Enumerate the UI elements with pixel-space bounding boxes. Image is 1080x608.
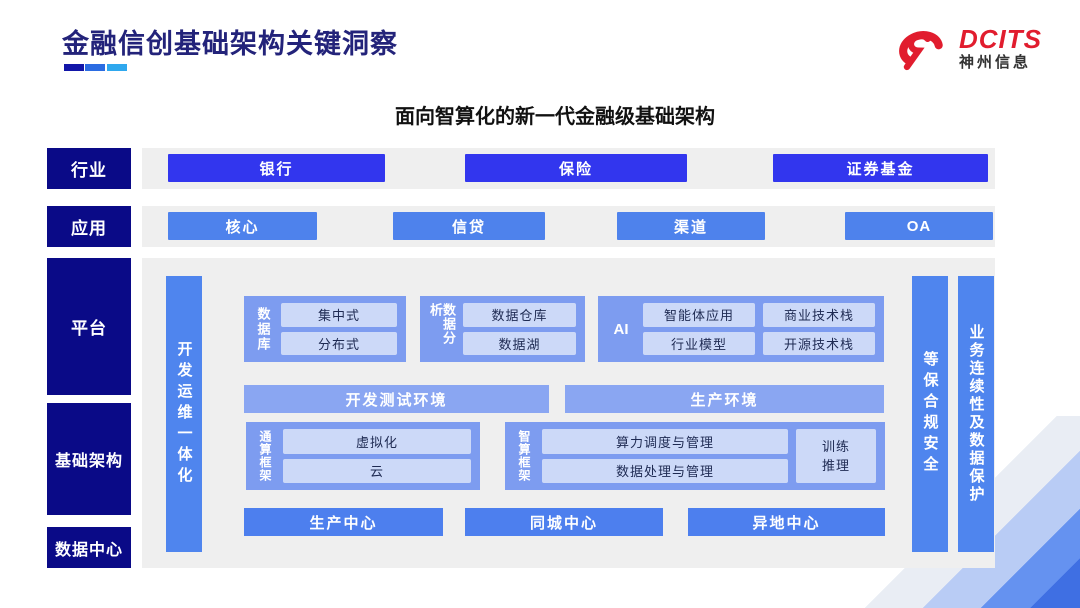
diagram-title: 面向智算化的新一代金融级基础架构 [395, 106, 715, 128]
ai-item-opensource-stack: 开源技术栈 [763, 331, 875, 355]
intelligent-compute-item-train-infer: 训练 推理 [796, 429, 876, 483]
logo-brand-text: DCITS [959, 23, 1042, 54]
database-item-centralized: 集中式 [281, 303, 397, 327]
database-item-distributed: 分布式 [281, 331, 397, 355]
analytics-item-lake: 数据湖 [463, 331, 576, 355]
row-label-datacenter: 数据中心 [47, 527, 131, 568]
title-underline-segment [85, 64, 105, 71]
database-group: 数据库 集中式 分布式 [244, 296, 406, 362]
analytics-group-label: 数据分析 [428, 303, 456, 345]
intelligent-compute-item-data-processing: 数据处理与管理 [542, 458, 788, 483]
ai-item-agent-app: 智能体应用 [643, 303, 755, 327]
row-label-platform: 平台 [47, 258, 131, 395]
security-vertical-bar: 等保合规安全 [912, 276, 948, 552]
application-item-credit: 信贷 [393, 212, 545, 240]
intelligent-compute-framework-group: 智算框架 算力调度与管理 数据处理与管理 训练 推理 [505, 422, 885, 490]
row-label-infrastructure: 基础架构 [47, 403, 131, 515]
general-compute-item-virtualization: 虚拟化 [283, 429, 471, 454]
database-group-label: 数据库 [255, 306, 271, 352]
ai-item-commercial-stack: 商业技术栈 [763, 303, 875, 327]
ai-group-label: AI [613, 320, 629, 338]
application-item-oa: OA [845, 212, 993, 240]
devops-vertical-bar: 开发运维一体化 [166, 276, 202, 552]
ai-group: AI 智能体应用 行业模型 商业技术栈 开源技术栈 [598, 296, 884, 362]
row-label-application: 应用 [47, 206, 131, 247]
page-title: 金融信创基础架构关键洞察 [62, 29, 398, 59]
industry-item-insurance: 保险 [465, 154, 687, 182]
application-item-channel: 渠道 [617, 212, 765, 240]
remote-center-bar: 异地中心 [688, 508, 885, 536]
production-center-bar: 生产中心 [244, 508, 443, 536]
analytics-group: 数据分析 数据仓库 数据湖 [420, 296, 585, 362]
industry-item-bank: 银行 [168, 154, 385, 182]
company-logo: DCITS 神州信息 [893, 20, 1042, 77]
title-underline-segment [107, 64, 127, 71]
general-compute-framework-label: 通算框架 [258, 430, 272, 482]
intelligent-compute-item-scheduling: 算力调度与管理 [542, 429, 788, 454]
ai-item-industry-model: 行业模型 [643, 331, 755, 355]
dev-test-environment-bar: 开发测试环境 [244, 385, 549, 413]
logo-company-text: 神州信息 [959, 54, 1032, 72]
general-compute-item-cloud: 云 [283, 458, 471, 483]
industry-item-securities: 证券基金 [773, 154, 988, 182]
continuity-vertical-bar: 业务连续性及数据保护 [958, 276, 994, 552]
logo-swirl-icon [893, 20, 951, 77]
title-underline-segment [64, 64, 84, 71]
general-compute-framework-group: 通算框架 虚拟化 云 [246, 422, 480, 490]
row-label-industry: 行业 [47, 148, 131, 189]
intelligent-compute-framework-label: 智算框架 [517, 430, 531, 482]
application-item-core: 核心 [168, 212, 317, 240]
same-city-center-bar: 同城中心 [465, 508, 663, 536]
production-environment-bar: 生产环境 [565, 385, 884, 413]
analytics-item-warehouse: 数据仓库 [463, 303, 576, 327]
